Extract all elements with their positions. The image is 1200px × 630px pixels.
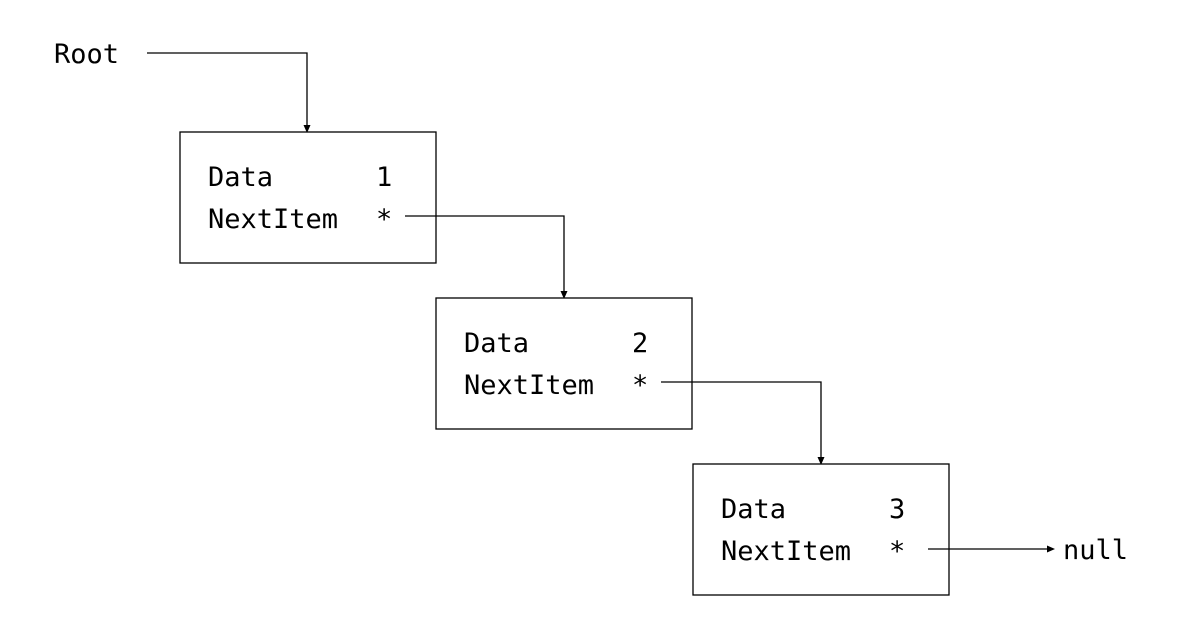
node-3-box: [692, 463, 950, 596]
node-1-next-label: NextItem: [208, 204, 338, 235]
node-1-next-arrow: [405, 215, 565, 292]
node-2-data-value: 2: [632, 328, 648, 359]
node-3-data-value: 3: [889, 494, 905, 525]
node-2-box: [435, 297, 693, 430]
node-2-pointer-symbol: *: [632, 370, 648, 401]
node-1-data-value: 1: [376, 162, 392, 193]
node-3-arrowhead: [1047, 545, 1055, 553]
list-node-2: Data 2 NextItem *: [435, 297, 693, 430]
node-2-data-label: Data: [464, 328, 529, 359]
root-arrowhead: [303, 125, 311, 133]
null-label: null: [1063, 535, 1128, 566]
root-label: Root: [54, 39, 119, 70]
node-2-next-arrow: [661, 381, 822, 458]
node-1-arrowhead: [560, 291, 568, 299]
node-3-next-label: NextItem: [721, 536, 851, 567]
root-pointer-arrow: [147, 52, 308, 126]
node-1-data-label: Data: [208, 162, 273, 193]
list-node-1: Data 1 NextItem *: [179, 131, 437, 264]
node-2-arrowhead: [817, 457, 825, 465]
node-1-pointer-symbol: *: [376, 204, 392, 235]
list-node-3: Data 3 NextItem *: [692, 463, 950, 596]
node-3-pointer-symbol: *: [889, 536, 905, 567]
node-3-data-label: Data: [721, 494, 786, 525]
node-2-next-label: NextItem: [464, 370, 594, 401]
node-1-box: [179, 131, 437, 264]
